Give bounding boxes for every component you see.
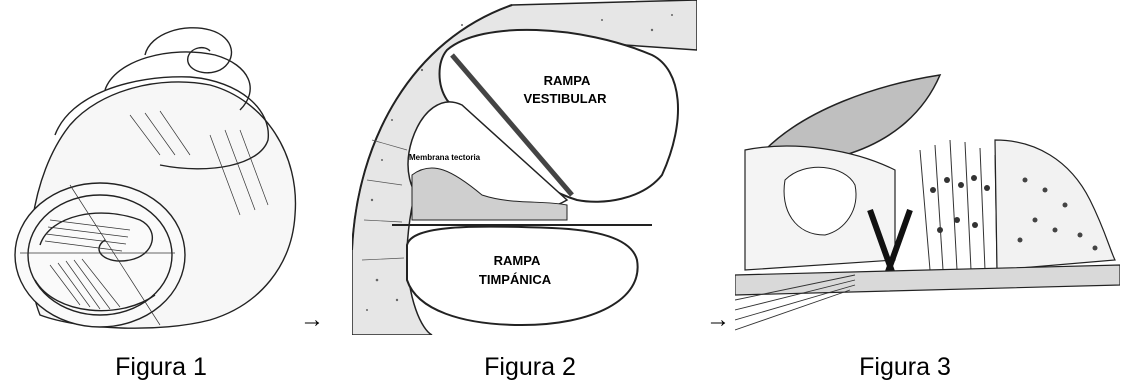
caption-figura-3: Figura 3 xyxy=(795,352,1015,382)
label-membrana-tectoria: Membrana tectoria xyxy=(409,153,481,162)
figure-1-cochlea-illustration xyxy=(10,15,310,335)
arrow-right-2: → xyxy=(706,307,730,333)
figure-3-organ-of-corti xyxy=(735,70,1120,338)
label-rampa-timpanica-line1: RAMPA xyxy=(494,253,541,268)
label-rampa-vestibular-line1: RAMPA xyxy=(544,73,591,88)
label-rampa-vestibular-line2: VESTIBULAR xyxy=(523,91,607,106)
arrow-right-1: → xyxy=(300,307,324,333)
caption-figura-2: Figura 2 xyxy=(420,352,640,382)
figure-2-cochlear-duct-section: RAMPA VESTIBULAR Membrana tectoria RAMPA… xyxy=(352,0,697,335)
caption-figura-1: Figura 1 xyxy=(51,352,271,382)
label-rampa-timpanica-line2: TIMPÁNICA xyxy=(479,272,552,287)
